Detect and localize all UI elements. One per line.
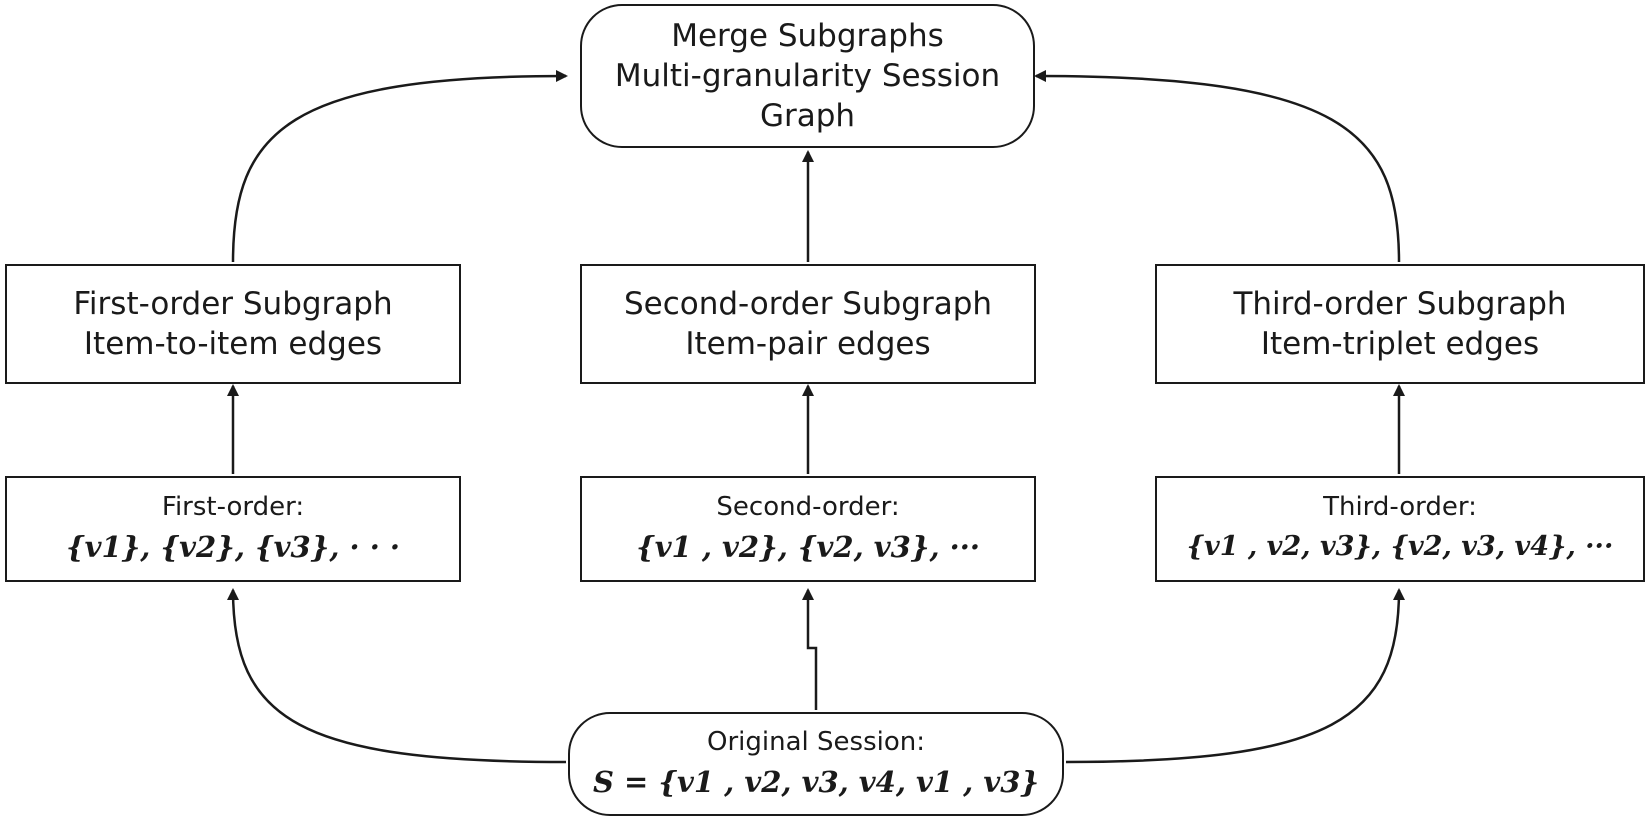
edge-first-subgraph-to-merge [231, 70, 568, 263]
third-order-label: Third-order: [1323, 492, 1477, 522]
merge-line-3: Graph [759, 98, 856, 134]
merge-subgraphs-node: Merge Subgraphs Multi-granularity Sessio… [580, 4, 1035, 148]
first-order-label: First-order: [161, 492, 305, 522]
first-subgraph-edges: Item-to-item edges [83, 326, 383, 362]
first-subgraph-title: First-order Subgraph [73, 286, 393, 322]
edge-session-to-second-order [802, 588, 818, 710]
edge-session-to-first-order [227, 588, 567, 764]
merge-line-2: Multi-granularity Session [614, 58, 1001, 94]
third-subgraph-title: Third-order Subgraph [1233, 286, 1567, 322]
session-label: Original Session: [707, 727, 925, 757]
first-order-sets-node: First-order: {v1}, {v2}, {v3}, · · · [5, 476, 461, 582]
second-order-subgraph-node: Second-order Subgraph Item-pair edges [580, 264, 1036, 384]
second-subgraph-title: Second-order Subgraph [623, 286, 993, 322]
third-subgraph-edges: Item-triplet edges [1260, 326, 1540, 362]
third-order-set: {v1 , v2, v3}, {v2, v3, v4}, ··· [1186, 531, 1614, 562]
third-order-sets-node: Third-order: {v1 , v2, v3}, {v2, v3, v4}… [1155, 476, 1645, 582]
second-subgraph-edges: Item-pair edges [685, 326, 931, 362]
merge-line-1: Merge Subgraphs [671, 18, 944, 54]
second-order-label: Second-order: [716, 492, 900, 522]
session-set: S = {v1 , v2, v3, v4, v1 , v3} [592, 765, 1040, 799]
first-order-set: {v1}, {v2}, {v3}, · · · [65, 530, 401, 564]
original-session-node: Original Session: S = {v1 , v2, v3, v4, … [568, 712, 1064, 816]
second-order-set: {v1 , v2}, {v2, v3}, ··· [636, 530, 980, 564]
third-order-subgraph-node: Third-order Subgraph Item-triplet edges [1155, 264, 1645, 384]
second-order-sets-node: Second-order: {v1 , v2}, {v2, v3}, ··· [580, 476, 1036, 582]
edge-third-subgraph-to-merge [1034, 70, 1401, 263]
first-order-subgraph-node: First-order Subgraph Item-to-item edges [5, 264, 461, 384]
edge-session-to-third-order [1065, 588, 1405, 764]
